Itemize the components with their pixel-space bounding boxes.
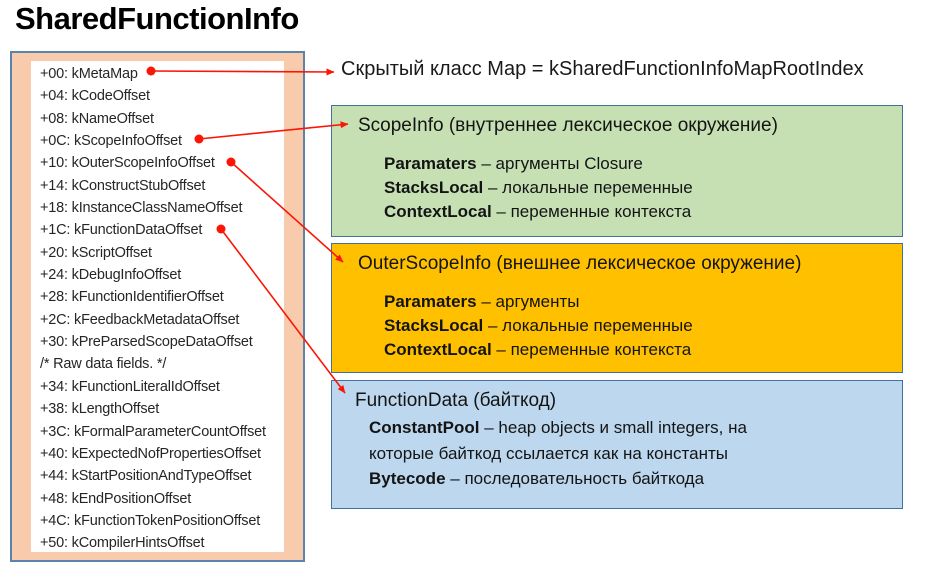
outer-scope-info-box: OuterScopeInfo (внешнее лексическое окру… — [331, 243, 903, 373]
offset-line: +0C: kScopeInfoOffset — [40, 133, 182, 150]
offset-line: +3C: kFormalParameterCountOffset — [40, 423, 266, 440]
scope-info-box: ScopeInfo (внутреннее лексическое окруже… — [331, 105, 903, 237]
row-term: ContextLocal — [384, 202, 492, 221]
row-term: Bytecode — [369, 469, 446, 488]
box-row: StacksLocal – локальные переменные — [384, 176, 902, 200]
box-row: Paramaters – аргументы Closure — [384, 152, 902, 176]
offset-line: +40: kExpectedNofPropertiesOffset — [40, 445, 261, 462]
offset-line: +28: kFunctionIdentifierOffset — [40, 289, 224, 306]
row-desc: – аргументы Closure — [481, 154, 643, 173]
offset-line: +44: kStartPositionAndTypeOffset — [40, 468, 252, 485]
row-desc: – локальные переменные — [487, 316, 693, 335]
offset-line: +30: kPreParsedScopeDataOffset — [40, 334, 253, 351]
row-desc: – аргументы — [481, 292, 580, 311]
offset-line: +10: kOuterScopeInfoOffset — [40, 155, 215, 172]
offset-list: +00: kMetaMap +04: kCodeOffset +08: kNameO… — [31, 61, 284, 555]
map-note: Скрытый класс Map = kSharedFunctionInfoM… — [341, 58, 864, 80]
scope-info-rows: Paramaters – аргументы Closure StacksLoc… — [384, 152, 902, 224]
offset-line: +50: kCompilerHintsOffset — [40, 535, 205, 552]
page-title: SharedFunctionInfo — [15, 1, 299, 36]
offset-line: /* Raw data fields. */ — [40, 356, 167, 373]
outer-scope-info-title: OuterScopeInfo (внешнее лексическое окру… — [358, 253, 802, 274]
box-row: ContextLocal – переменные контекста — [384, 200, 902, 224]
row-term: Paramaters — [384, 154, 477, 173]
row-desc: – последовательность байткода — [450, 469, 705, 488]
box-row: Paramaters – аргументы — [384, 290, 902, 314]
row-term: Paramaters — [384, 292, 477, 311]
row-term: StacksLocal — [384, 178, 484, 197]
offset-line: +14: kConstructStubOffset — [40, 177, 206, 194]
box-row: StacksLocal – локальные переменные — [384, 314, 902, 338]
outer-scope-info-rows: Paramaters – аргументы StacksLocal – лок… — [384, 290, 902, 362]
row-term: ConstantPool — [369, 418, 480, 437]
box-row: ConstantPool – heap objects и small inte… — [369, 415, 816, 466]
row-desc: – локальные переменные — [487, 178, 693, 197]
row-desc: – heap objects и small integers, на кото… — [369, 418, 747, 463]
row-term: ContextLocal — [384, 340, 492, 359]
row-desc: – переменные контекста — [496, 202, 692, 221]
box-row: Bytecode – последовательность байткода — [369, 466, 816, 492]
offset-line: +2C: kFeedbackMetadataOffset — [40, 311, 240, 328]
offset-line: +48: kEndPositionOffset — [40, 490, 192, 507]
row-desc: – переменные контекста — [496, 340, 692, 359]
function-data-rows: ConstantPool – heap objects и small inte… — [369, 415, 816, 492]
offset-line: +08: kNameOffset — [40, 110, 154, 127]
function-data-box: FunctionData (байткод) ConstantPool – he… — [331, 380, 903, 509]
function-data-title: FunctionData (байткод) — [355, 390, 557, 411]
offset-line: +18: kInstanceClassNameOffset — [40, 200, 243, 217]
offset-line: +38: kLengthOffset — [40, 401, 160, 418]
offset-line: +1C: kFunctionDataOffset — [40, 222, 203, 239]
row-term: StacksLocal — [384, 316, 484, 335]
offset-line: +34: kFunctionLiteralIdOffset — [40, 378, 220, 395]
offset-line: +24: kDebugInfoOffset — [40, 267, 182, 284]
offset-panel: +00: kMetaMap +04: kCodeOffset +08: kNameO… — [10, 51, 305, 562]
offset-line: +4C: kFunctionTokenPositionOffset — [40, 512, 261, 529]
offset-line: +20: kScriptOffset — [40, 244, 152, 261]
offset-line: +00: kMetaMap — [40, 66, 138, 82]
offset-line: +04: kCodeOffset — [40, 88, 150, 105]
offset-panel-inner: +00: kMetaMap +04: kCodeOffset +08: kNameO… — [31, 61, 284, 552]
scope-info-title: ScopeInfo (внутреннее лексическое окруже… — [358, 115, 778, 136]
box-row: ContextLocal – переменные контекста — [384, 338, 902, 362]
